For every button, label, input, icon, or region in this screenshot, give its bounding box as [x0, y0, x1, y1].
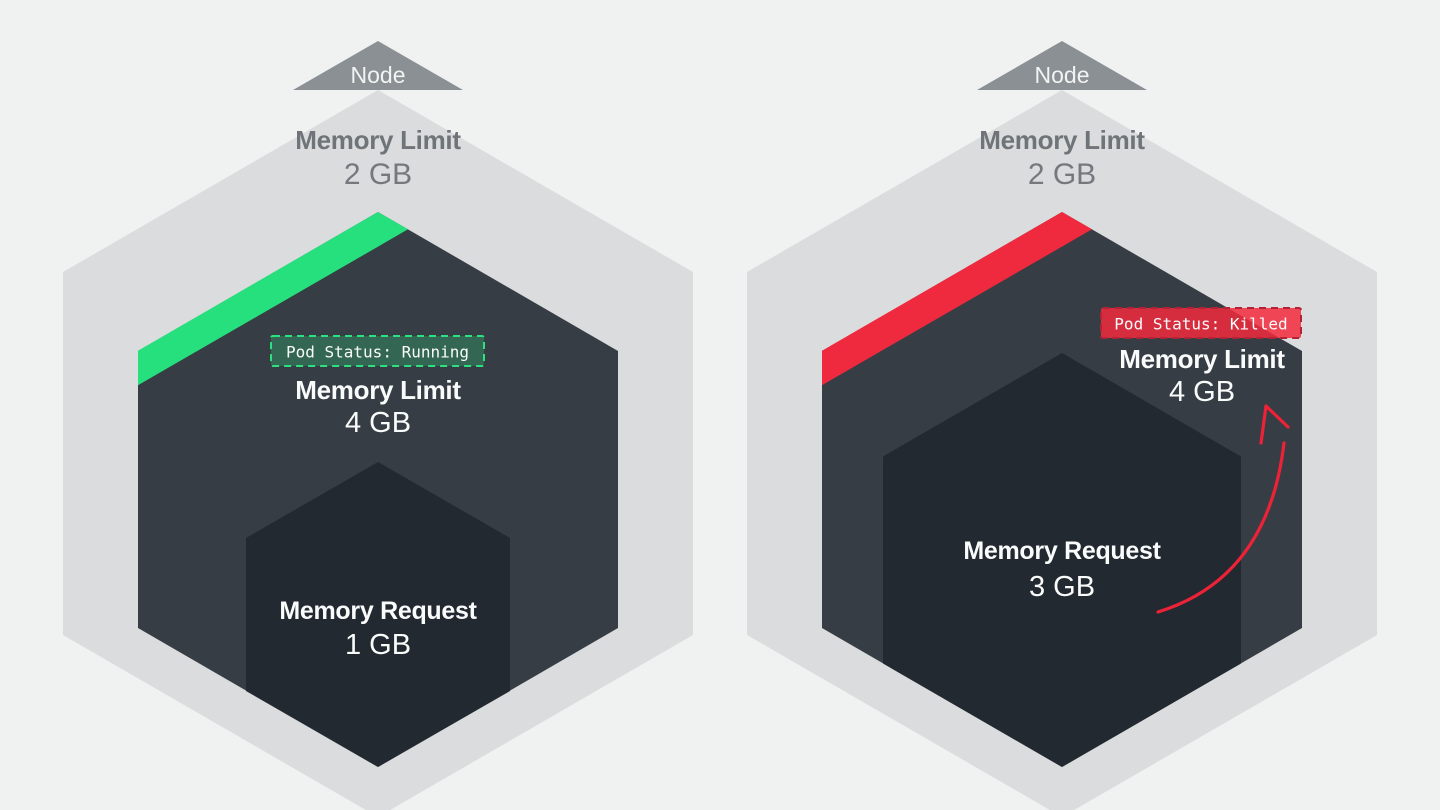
arrow-shaft: [1156, 441, 1286, 614]
pod-memory-limit-value: 4 GB: [1169, 376, 1235, 408]
memory-request-hexagon: [246, 462, 510, 767]
memory-request-label: Memory Request: [963, 537, 1161, 565]
node-label: Node: [351, 62, 406, 88]
red-edge-stripe: [822, 212, 1092, 386]
pod-memory-limit-label: Memory Limit: [1119, 344, 1285, 374]
node-label: Node: [1035, 62, 1090, 88]
green-edge-stripe: [138, 212, 408, 386]
node-memory-limit-label: Memory Limit: [979, 125, 1145, 155]
node-memory-limit-value: 2 GB: [344, 158, 412, 191]
pod-memory-limit-label: Memory Limit: [295, 375, 461, 405]
node-memory-limit-value: 2 GB: [1028, 158, 1096, 191]
node-memory-limit-label: Memory Limit: [295, 125, 461, 155]
memory-request-value: 3 GB: [1029, 571, 1095, 603]
pod-memory-limit-value: 4 GB: [345, 407, 411, 439]
memory-request-label: Memory Request: [279, 597, 477, 625]
figure-pod-running: Node Memory Limit 2 GB Pod Status: Runni…: [63, 41, 693, 810]
limit-increase-arrow-icon: [1156, 404, 1290, 614]
pod-status-badge: [1100, 307, 1302, 339]
memory-request-value: 1 GB: [345, 629, 411, 661]
node-triangle: [293, 41, 463, 90]
figure-pod-killed: Node Memory Limit 2 GB Pod Status: Kille…: [747, 41, 1377, 810]
arrow-head: [1259, 404, 1290, 445]
pod-status-badge-label: Pod Status: Running: [286, 343, 469, 362]
pod-status-badge: [270, 335, 485, 367]
pod-status-badge-label: Pod Status: Killed: [1114, 315, 1287, 334]
node-triangle: [977, 41, 1147, 90]
memory-request-hexagon: [883, 353, 1241, 767]
